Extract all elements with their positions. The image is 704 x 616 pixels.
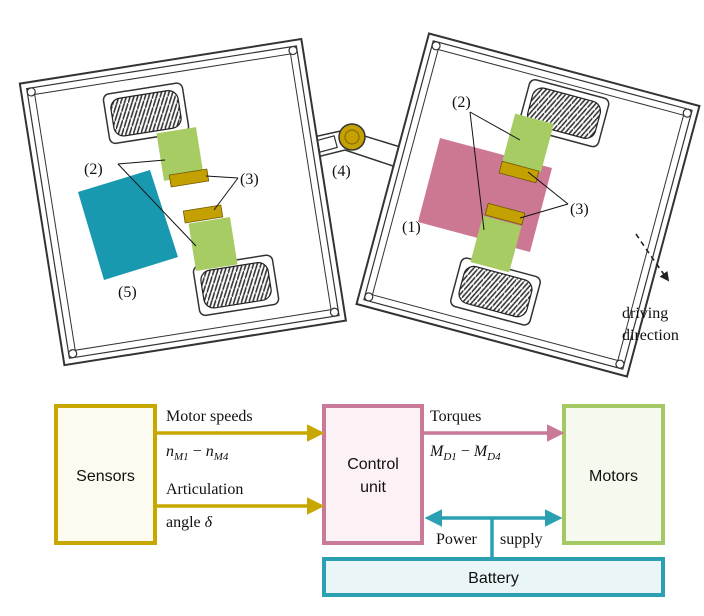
- articulation-label: Articulation: [166, 481, 243, 498]
- driving-direction-label-2: direction: [622, 327, 679, 344]
- driving-direction-arrow: [635, 233, 670, 282]
- right-drive-upper: [502, 113, 554, 173]
- callout-1: (1): [402, 219, 421, 236]
- callout-5: (5): [118, 284, 137, 301]
- right-gear-upper: [498, 160, 540, 184]
- left-battery: [78, 170, 178, 280]
- power-label: Power: [436, 531, 478, 548]
- motors-box: [562, 404, 665, 545]
- control-unit-label-1: Control: [347, 456, 399, 473]
- motor-speeds-label: Motor speeds: [166, 408, 253, 425]
- battery-label: Battery: [468, 570, 519, 587]
- torques-label: Torques: [430, 408, 481, 425]
- right-drive-lower: [470, 215, 522, 273]
- sensors-label: Sensors: [76, 468, 135, 485]
- supply-label: supply: [500, 531, 543, 548]
- articulation-joint-inner: [344, 129, 360, 145]
- callout-2-right: (2): [452, 94, 471, 111]
- motors-label: Motors: [589, 468, 638, 485]
- left-module: [18, 37, 348, 367]
- callout-leaders: [117, 111, 569, 247]
- left-drive-upper: [156, 127, 204, 181]
- left-gear-upper: [168, 168, 210, 188]
- torques-range: MD1 − MD4: [429, 443, 501, 463]
- sensors-box: [54, 404, 157, 545]
- driving-direction-label-1: driving: [622, 305, 668, 322]
- callout-3-left: (3): [240, 171, 259, 188]
- left-drive-lower: [188, 217, 238, 271]
- left-gear-lower: [182, 204, 224, 224]
- callout-2-left: (2): [84, 161, 103, 178]
- angle-label: angle δ: [166, 514, 213, 531]
- articulation-joint: [338, 123, 366, 151]
- right-gear-lower: [484, 202, 526, 226]
- control-unit-box: [322, 404, 424, 545]
- motor-speeds-range: nM1 − nM4: [166, 443, 229, 463]
- control-unit-label-2: unit: [360, 479, 386, 496]
- callout-3-right: (3): [570, 201, 589, 218]
- battery-box: [322, 557, 665, 597]
- callout-4: (4): [332, 163, 351, 180]
